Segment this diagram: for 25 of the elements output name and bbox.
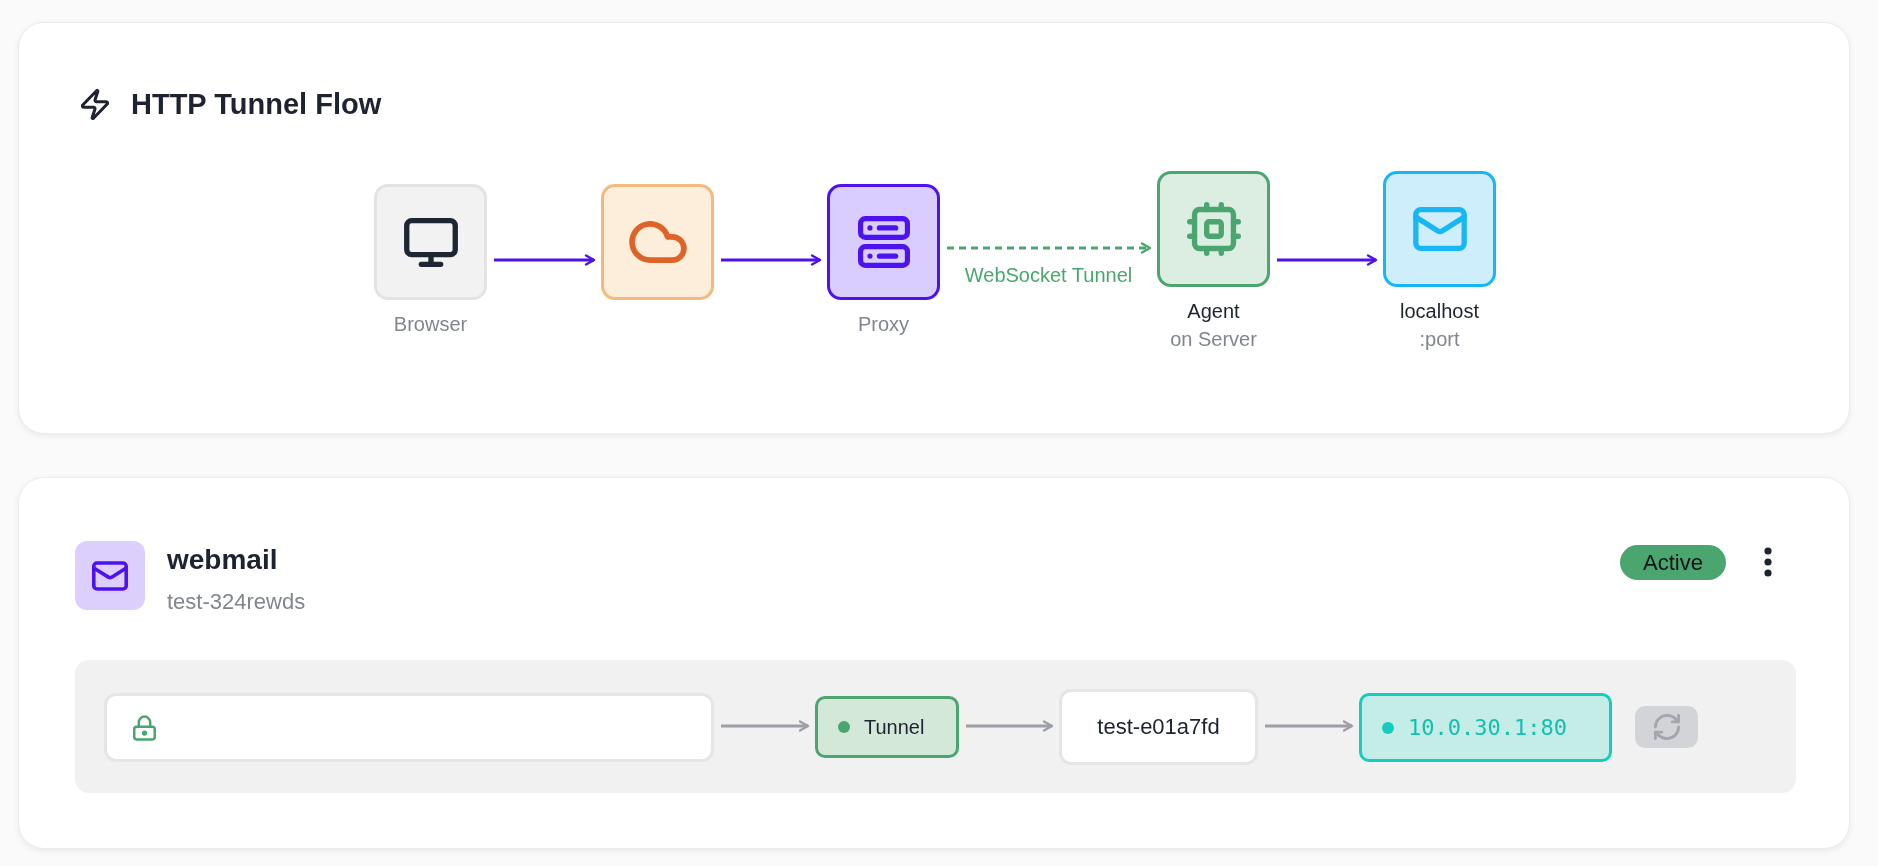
node-caption: :port bbox=[1419, 327, 1460, 352]
card-title: webmail bbox=[167, 543, 278, 577]
node-title: localhost bbox=[1400, 299, 1479, 324]
chip-label: Tunnel bbox=[864, 715, 925, 739]
arrow bbox=[966, 720, 1054, 732]
flow-card bbox=[18, 22, 1850, 434]
ip-address: 10.0.30.1:80 bbox=[1408, 715, 1567, 740]
card-subtitle: test-324rewds bbox=[167, 588, 306, 616]
status-badge: Active bbox=[1620, 545, 1726, 580]
card-title: HTTP Tunnel Flow bbox=[131, 87, 382, 122]
node-caption: Browser bbox=[393, 312, 468, 337]
arrow bbox=[721, 720, 810, 732]
service-card bbox=[18, 477, 1850, 849]
address-chip bbox=[1359, 693, 1612, 762]
arrow bbox=[721, 254, 822, 266]
node-title: Agent bbox=[1187, 299, 1240, 324]
url-bar bbox=[104, 693, 714, 762]
dashed-arrow bbox=[947, 242, 1152, 254]
arrow bbox=[1277, 254, 1378, 266]
arrow bbox=[494, 254, 596, 266]
arrow bbox=[1265, 720, 1354, 732]
tunnel-chip bbox=[815, 696, 959, 758]
node-caption: Proxy bbox=[857, 312, 910, 337]
node-caption: on Server bbox=[1170, 327, 1257, 352]
host-box: test-e01a7fd bbox=[1059, 689, 1258, 765]
